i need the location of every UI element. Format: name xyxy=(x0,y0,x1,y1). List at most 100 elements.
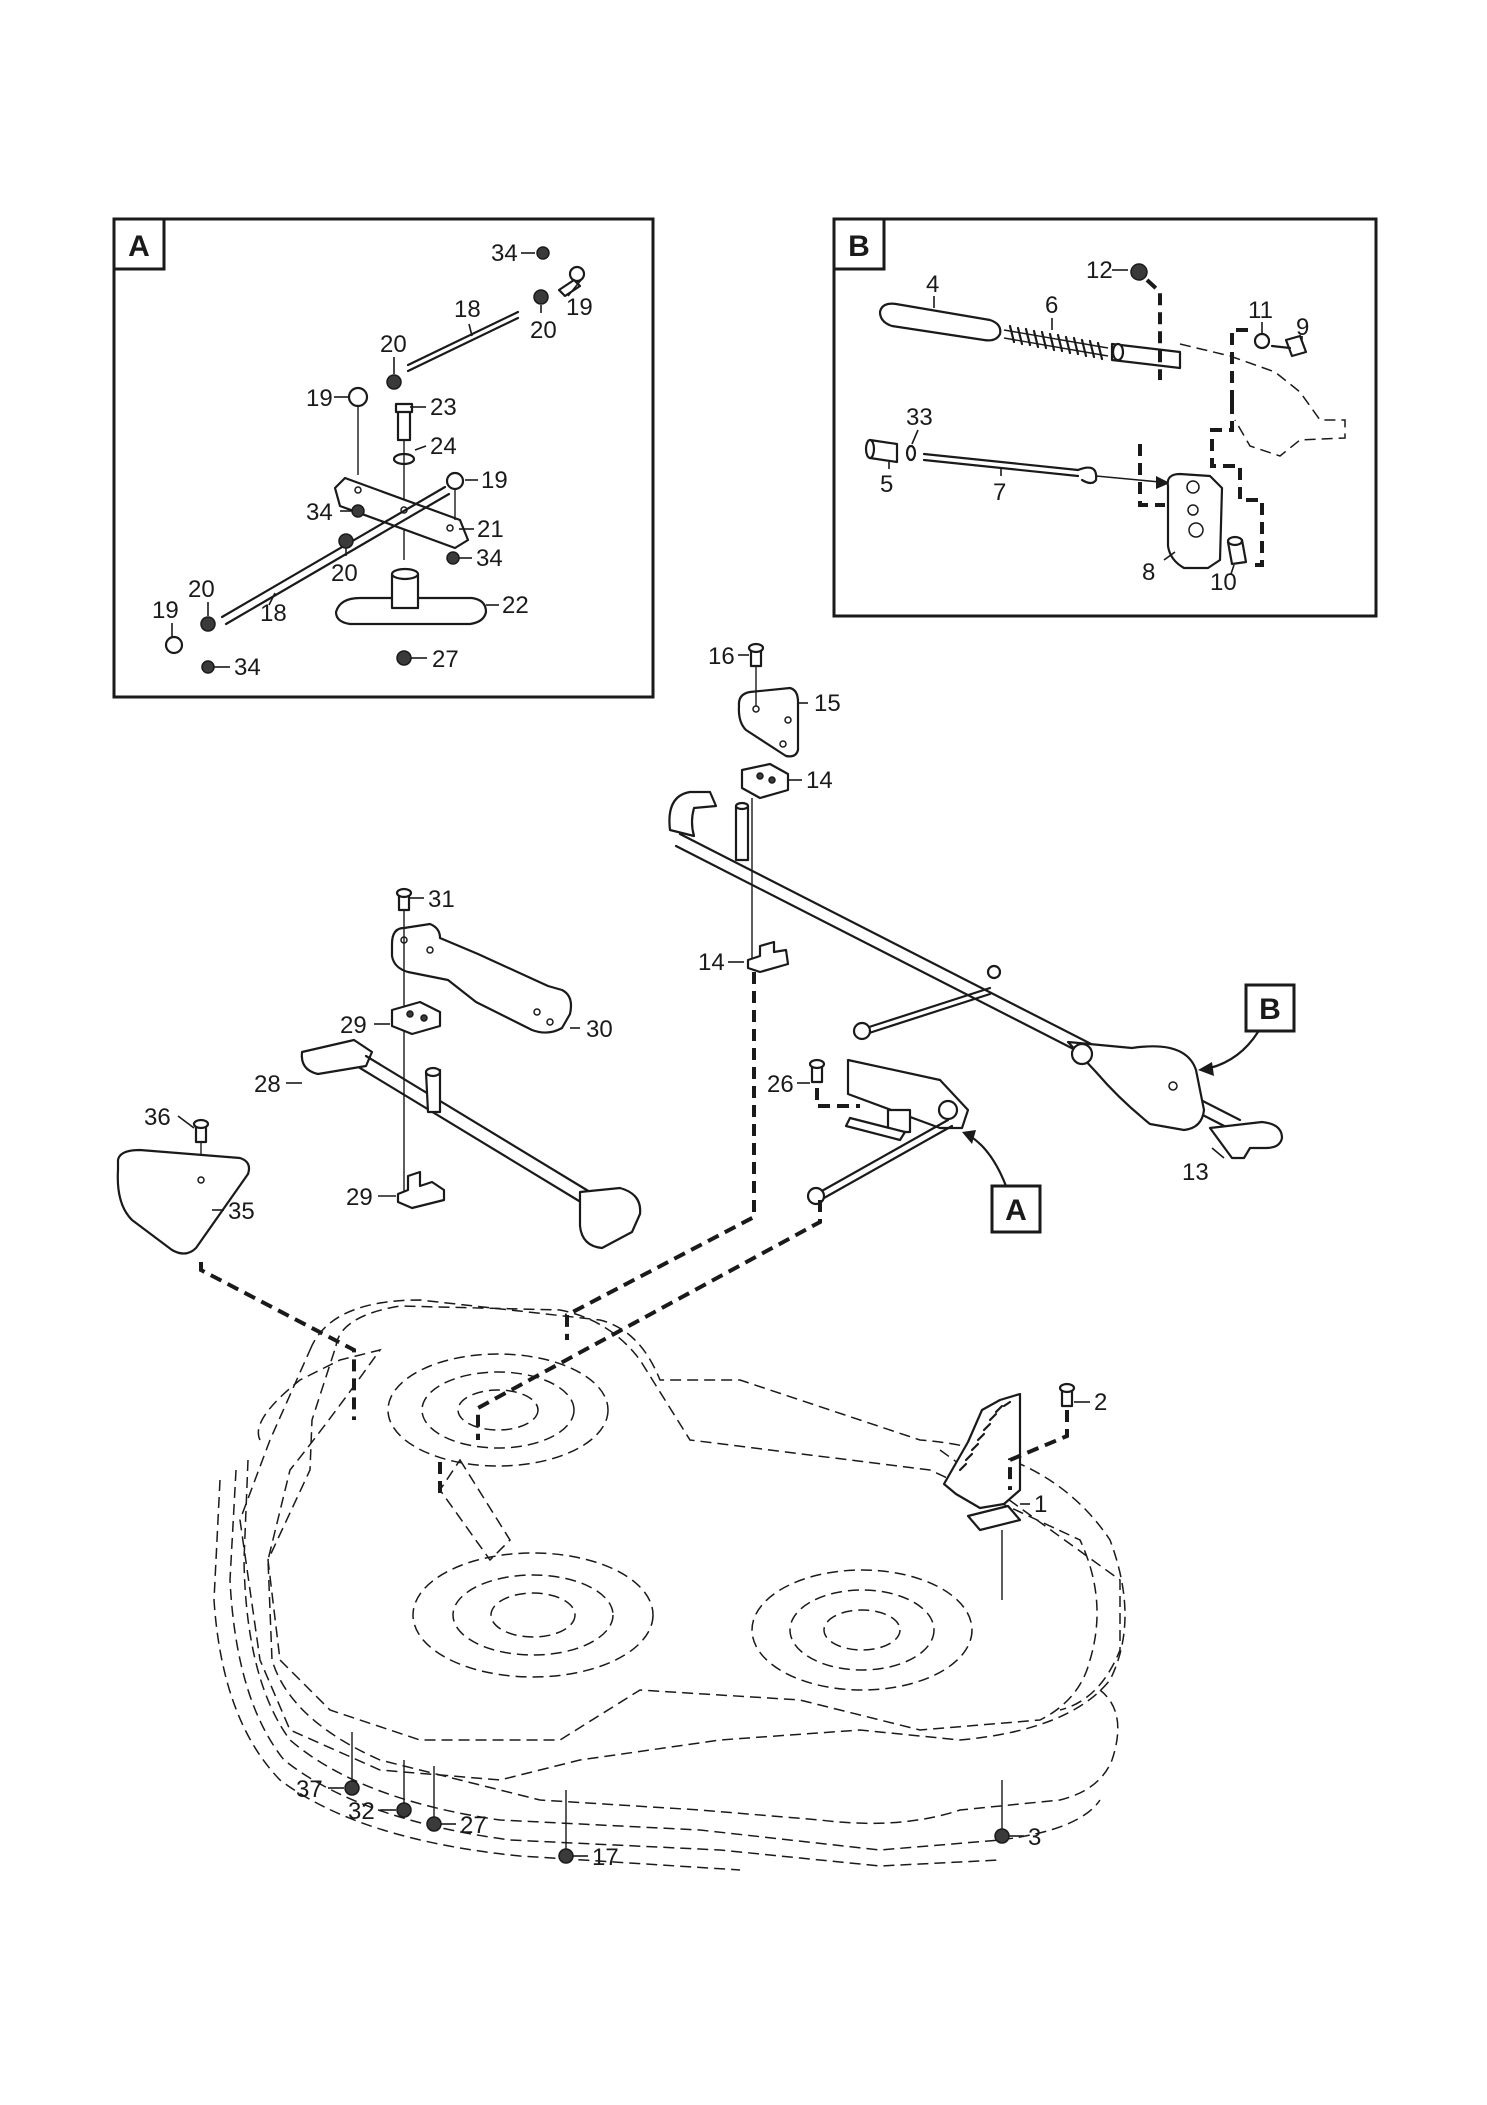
arrow-to-bracket xyxy=(1156,476,1170,489)
deck-skirt-2 xyxy=(229,1469,1001,1867)
callout-a-arrow xyxy=(968,1134,1008,1188)
label-b-7: 7 xyxy=(993,479,1006,506)
nut-20-top xyxy=(533,289,549,305)
link-rod-lower xyxy=(818,1118,950,1194)
pivot-lower-plate xyxy=(844,1116,907,1142)
link-rod-upper-edge xyxy=(864,992,992,1036)
link-rod-lower-edge xyxy=(822,1124,954,1200)
ball-joint-19-top-body xyxy=(557,278,582,298)
dash-link-2 xyxy=(1008,1410,1069,1490)
callout-b-arrow xyxy=(1208,1030,1260,1070)
label-a-34-left: 34 xyxy=(306,499,333,526)
deck-right-edge xyxy=(939,1449,1121,1711)
label-a-19-top: 19 xyxy=(566,294,593,321)
callout-a-letter: A xyxy=(1005,1194,1027,1227)
bolt-2-head xyxy=(1058,1382,1076,1394)
rod-18-upper-edge xyxy=(406,316,520,373)
grip-4 xyxy=(878,302,1002,342)
lift-lever-arm xyxy=(1066,1040,1206,1132)
label-a-22: 22 xyxy=(502,592,529,619)
plate-21-hole xyxy=(354,486,362,494)
arm-28-left xyxy=(300,1038,374,1076)
shaft-28-bottom xyxy=(358,1066,586,1206)
label-a-19-bl: 19 xyxy=(152,597,179,624)
bracket-8-hole xyxy=(1186,480,1200,494)
label-m-26: 26 xyxy=(767,1071,794,1098)
deck-outline-mid xyxy=(239,1299,1126,1781)
label-b-12: 12 xyxy=(1086,257,1113,284)
label-m-13: 13 xyxy=(1182,1159,1209,1186)
label-m-3: 3 xyxy=(1028,1824,1041,1851)
label-m-27: 27 xyxy=(460,1812,487,1839)
bracket-15 xyxy=(737,686,800,758)
label-m-36: 36 xyxy=(144,1104,171,1131)
shaft-13-stub-top xyxy=(734,801,750,811)
bolt-36-head xyxy=(192,1118,210,1130)
nut-27-a xyxy=(396,650,412,666)
label-m-37: 37 xyxy=(296,1776,323,1803)
nut-34-left xyxy=(351,504,365,518)
deck-skirt-3 xyxy=(213,1479,741,1871)
inset-a: A xyxy=(112,217,655,699)
label-b-6: 6 xyxy=(1045,292,1058,319)
spindle-right-inner xyxy=(823,1609,901,1651)
link-joint-top xyxy=(986,964,1002,980)
dash-link-26 xyxy=(815,1088,860,1108)
bracket-8-hole xyxy=(1187,504,1199,516)
block-14-top xyxy=(740,762,790,800)
lever-outline xyxy=(1179,343,1346,457)
link-joint-upper xyxy=(852,1021,872,1041)
main-assembly: B A xyxy=(116,642,1296,1871)
nut-34-right xyxy=(446,551,460,565)
pivot-joint xyxy=(937,1099,959,1121)
label-m-2: 2 xyxy=(1094,1389,1107,1416)
dash-link-35 xyxy=(199,1262,356,1420)
deck-outline-inner xyxy=(267,1305,1098,1741)
label-a-34-top: 34 xyxy=(491,240,518,267)
rod-7 xyxy=(922,452,1080,472)
deck-outline-outer xyxy=(257,1348,1119,1825)
spindle-left-inner xyxy=(457,1389,539,1431)
inset-b-frame xyxy=(832,217,1378,618)
washer-11 xyxy=(1253,332,1271,350)
nut-32 xyxy=(396,1802,412,1818)
label-a-23: 23 xyxy=(430,394,457,421)
rod-18-upper xyxy=(406,310,520,367)
spacer-10-top xyxy=(1226,535,1244,547)
arm-28-right xyxy=(578,1186,642,1250)
bolt-9-shank xyxy=(1270,344,1292,350)
label-m-31: 31 xyxy=(428,886,455,913)
spacer-22-top xyxy=(390,567,420,581)
spindle-left-mid xyxy=(421,1371,575,1449)
spacer-22 xyxy=(390,572,420,610)
inset-b-letter: B xyxy=(848,230,870,263)
label-a-18-top: 18 xyxy=(454,296,481,323)
bolt-31-head xyxy=(395,887,413,899)
label-a-19-left: 19 xyxy=(306,385,333,412)
dash-link-pivot xyxy=(438,1200,822,1500)
label-a-21: 21 xyxy=(477,516,504,543)
nut-12 xyxy=(1130,263,1148,281)
bolt-9-head xyxy=(1284,334,1308,358)
spring-6 xyxy=(1003,324,1109,361)
label-a-34-bl: 34 xyxy=(234,654,261,681)
label-b-11: 11 xyxy=(1248,297,1273,324)
spindle-center-outer xyxy=(412,1552,654,1678)
dash-link-8 xyxy=(1138,444,1165,507)
dash-link-9 xyxy=(1210,402,1260,502)
rod-18-lower xyxy=(220,485,447,619)
nut-34-top xyxy=(536,246,550,260)
inset-b: B xyxy=(832,217,1378,618)
dash-link-10 xyxy=(1246,498,1264,567)
sleeve xyxy=(1110,342,1182,370)
label-m-17: 17 xyxy=(592,1844,619,1871)
spindle-left-outer xyxy=(387,1353,609,1467)
shaft-13-right-arm xyxy=(1208,1120,1284,1160)
label-m-16: 16 xyxy=(708,643,735,670)
bracket-8 xyxy=(1166,472,1224,570)
bracket-15-hole xyxy=(752,705,760,713)
bracket-15-hole xyxy=(784,716,792,724)
nut-3 xyxy=(994,1828,1010,1844)
nut-17 xyxy=(558,1848,574,1864)
bolt-23-head xyxy=(394,402,414,414)
